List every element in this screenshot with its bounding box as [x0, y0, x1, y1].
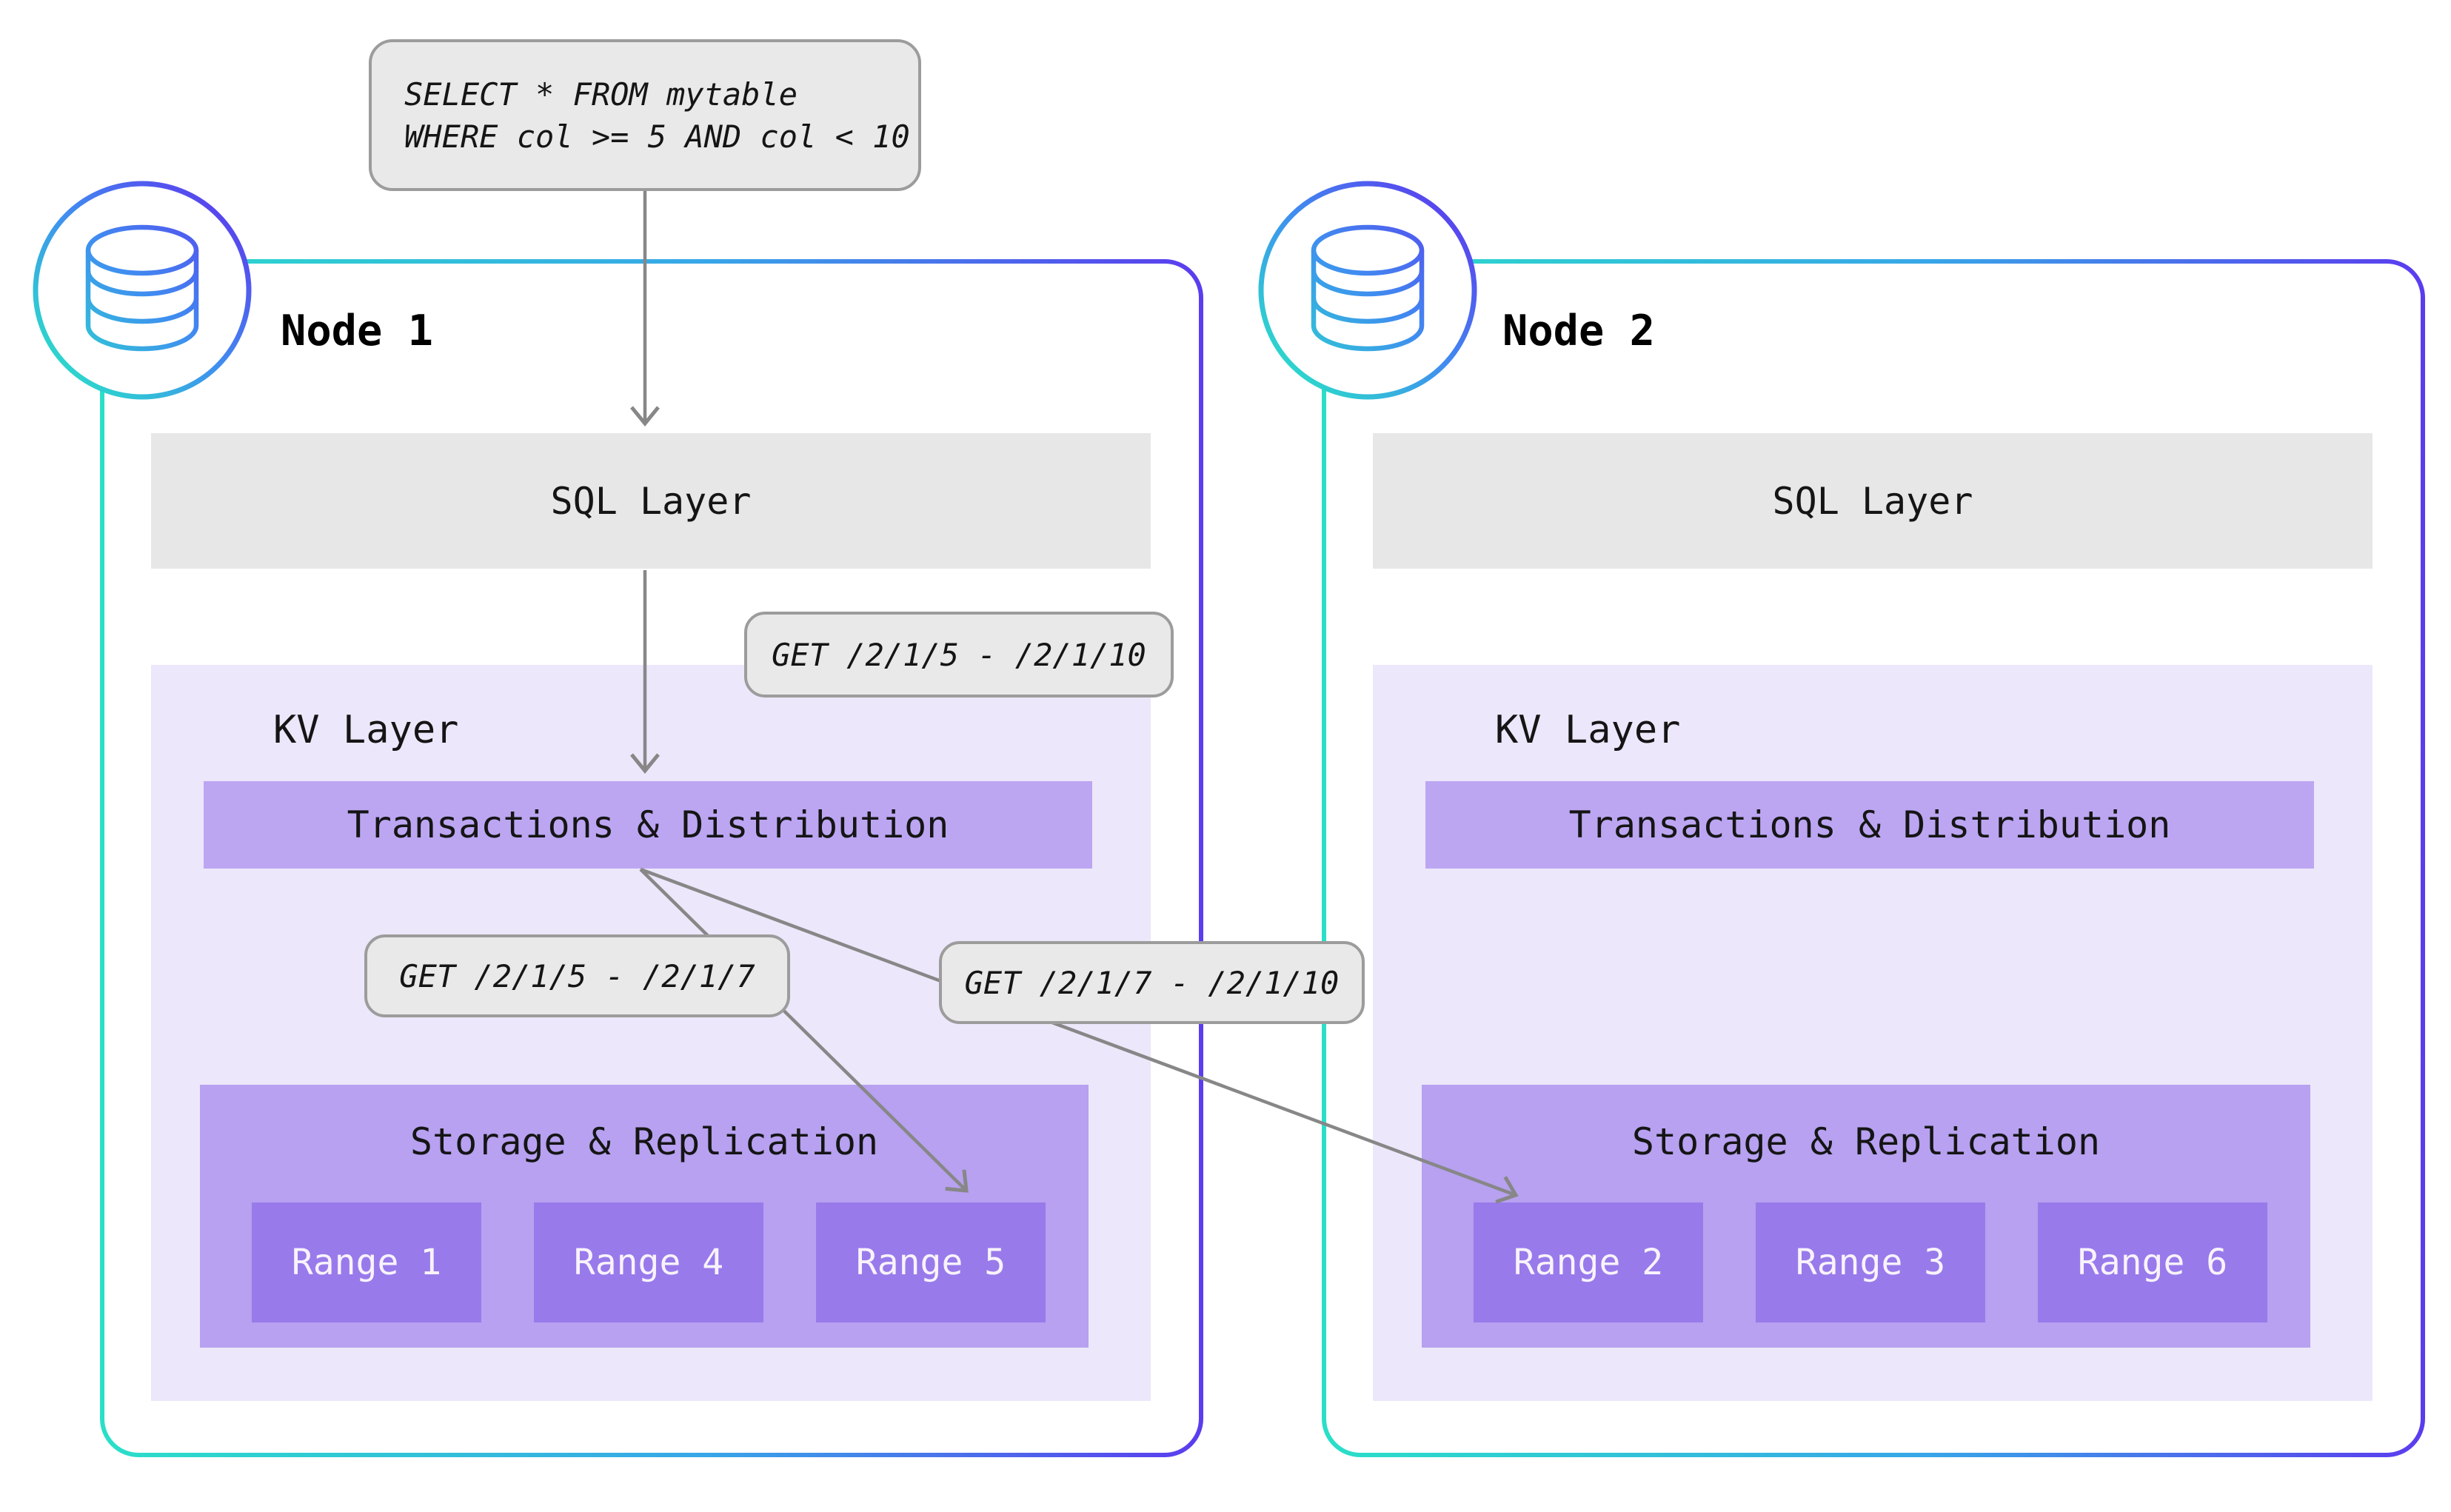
node-1-container: Node 1 SQL Layer KV Layer Transactions &… [100, 259, 1203, 1457]
get-request-callout-full: GET /2/1/5 - /2/1/10 [744, 612, 1174, 698]
node-1-storage-label: Storage & Replication [409, 1120, 879, 1163]
node-2-kv-layer-label: KV Layer [1495, 708, 1681, 752]
node-1-storage-replication: Storage & Replication Range 1 Range 4 Ra… [200, 1085, 1089, 1348]
sql-query-line-1: SELECT * FROM mytable [404, 76, 798, 113]
range-box: Range 2 [1474, 1202, 1703, 1322]
range-box: Range 6 [2038, 1202, 2267, 1322]
node-2-transactions-label: Transactions & Distribution [1568, 803, 2171, 846]
range-box: Range 3 [1756, 1202, 1985, 1322]
node-2-sql-layer: SQL Layer [1373, 433, 2373, 569]
node-1-title: Node 1 [281, 307, 433, 355]
get-request-callout-remote: GET /2/1/7 - /2/1/10 [939, 941, 1365, 1024]
range-box: Range 1 [252, 1202, 481, 1322]
node-1-kv-layer: KV Layer Transactions & Distribution Sto… [151, 665, 1151, 1401]
node-2-title: Node 2 [1502, 307, 1655, 355]
database-icon [1258, 181, 1477, 400]
sql-query-callout: SELECT * FROM mytable WHERE col >= 5 AND… [369, 39, 921, 191]
node-2-sql-layer-label: SQL Layer [1772, 479, 1973, 523]
node-1-kv-layer-label: KV Layer [273, 708, 459, 752]
node-2-container: Node 2 SQL Layer KV Layer Transactions &… [1322, 259, 2425, 1457]
node-2-kv-layer: KV Layer Transactions & Distribution Sto… [1373, 665, 2373, 1401]
node-1-transactions-distribution: Transactions & Distribution [204, 781, 1092, 869]
get-request-label: GET /2/1/7 - /2/1/10 [964, 964, 1340, 1001]
get-request-label: GET /2/1/5 - /2/1/10 [772, 636, 1146, 673]
sql-query-line-2: WHERE col >= 5 AND col < 10 [404, 118, 910, 155]
get-request-callout-local: GET /2/1/5 - /2/1/7 [364, 934, 790, 1017]
node-1-sql-layer-label: SQL Layer [550, 479, 752, 523]
database-icon [33, 181, 252, 400]
node-2-transactions-distribution: Transactions & Distribution [1425, 781, 2314, 869]
node-1-sql-layer: SQL Layer [151, 433, 1151, 569]
range-box: Range 4 [534, 1202, 763, 1322]
get-request-label: GET /2/1/5 - /2/1/7 [399, 957, 755, 994]
range-box: Range 5 [816, 1202, 1046, 1322]
node-2-storage-label: Storage & Replication [1631, 1120, 2101, 1163]
node-2-storage-replication: Storage & Replication Range 2 Range 3 Ra… [1422, 1085, 2310, 1348]
node-1-transactions-label: Transactions & Distribution [347, 803, 949, 846]
